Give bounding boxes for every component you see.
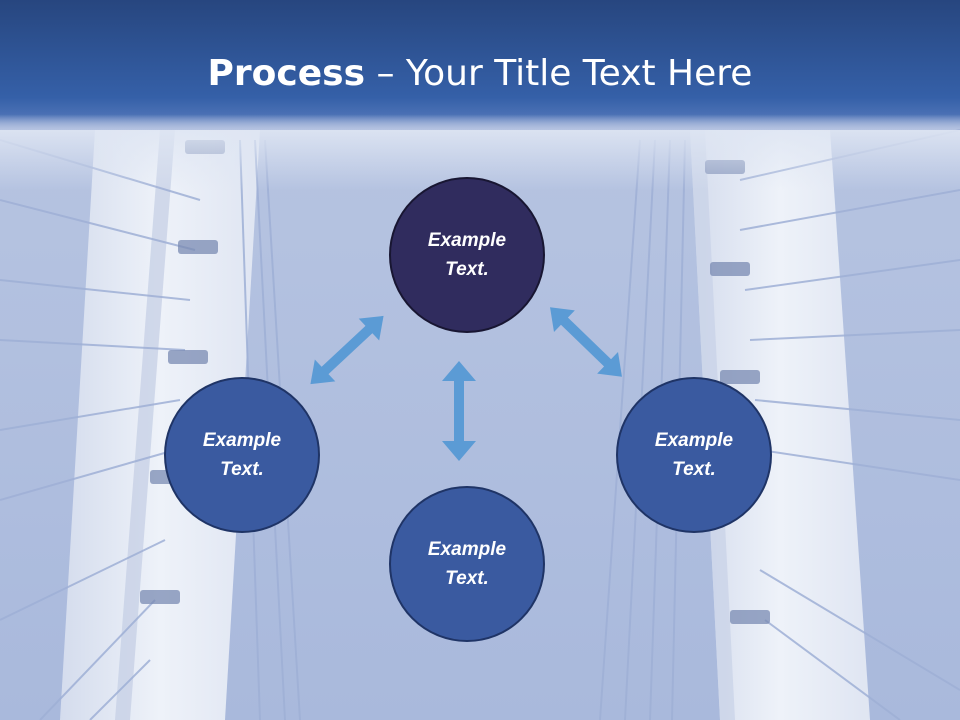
node-bottom-line2: Text. (445, 568, 489, 589)
page-title: Process – Your Title Text Here (0, 52, 960, 96)
node-top-line2: Text. (445, 259, 489, 280)
node-top-line1: Example (427, 230, 507, 251)
node-right-line2: Text. (672, 459, 716, 480)
title-rest: – Your Title Text Here (365, 53, 753, 94)
title-bold: Process (207, 53, 366, 94)
node-left-line1: Example (202, 430, 282, 451)
node-left-line2: Text. (220, 459, 264, 480)
title-bar (0, 0, 960, 130)
node-right-line1: Example (654, 430, 734, 451)
node-bottom-line1: Example (427, 539, 507, 560)
